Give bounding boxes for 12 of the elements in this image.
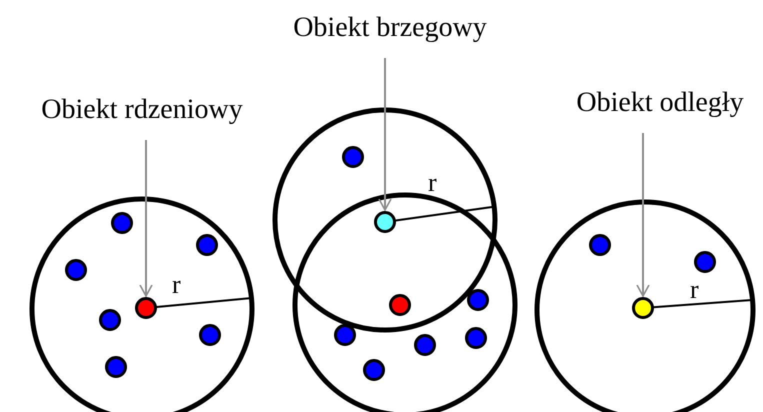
arrow xyxy=(139,140,153,297)
point-type-label: Obiekt rdzeniowy xyxy=(41,94,243,126)
highlighted-point xyxy=(374,211,396,233)
radius-label: r xyxy=(428,170,437,196)
radius-label: r xyxy=(172,272,181,298)
point-type-label: Obiekt brzegowy xyxy=(293,12,487,44)
highlighted-point xyxy=(632,297,654,319)
arrow xyxy=(378,58,392,211)
arrow xyxy=(636,133,650,297)
highlighted-point xyxy=(135,297,157,319)
point-type-label: Obiekt odległy xyxy=(576,87,744,119)
radius-label: r xyxy=(690,277,699,303)
